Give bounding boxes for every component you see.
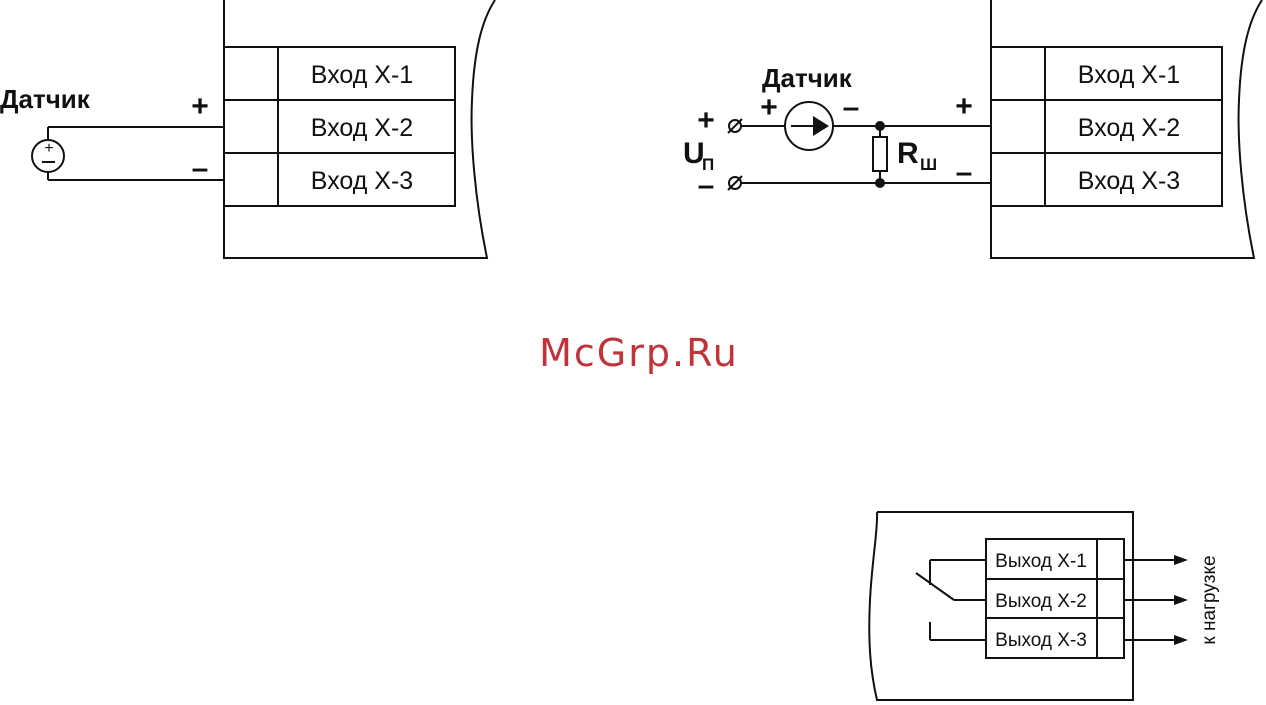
output-diagram: Выход Х-1 Выход Х-2 Выход Х-3 к нагрузке xyxy=(869,512,1220,700)
input-x2-label: Вход Х-2 xyxy=(311,114,413,142)
watermark: McGrp.Ru xyxy=(539,331,739,375)
supply-voltage-subscript: П xyxy=(702,155,714,174)
load-label: к нагрузке xyxy=(1199,555,1220,644)
input-x3-label: Вход Х-3 xyxy=(1078,167,1180,195)
resistor-icon xyxy=(873,137,887,171)
relay-switch-icon xyxy=(916,573,954,600)
arrow-right-icon xyxy=(1174,595,1188,605)
sensor-label: Датчик xyxy=(0,84,91,114)
sensor-label: Датчик xyxy=(762,63,853,93)
junction-dot xyxy=(875,178,885,188)
input-x2-label: Вход Х-2 xyxy=(1078,114,1180,142)
minus-label: – xyxy=(192,152,209,185)
input-plus-label: + xyxy=(955,90,973,123)
shunt-label: R xyxy=(897,137,919,170)
left-diagram: Вход Х-1 Вход Х-2 Вход Х-3 + Датчик + – xyxy=(0,0,495,258)
plus-label: + xyxy=(191,90,209,123)
supply-plus-label: + xyxy=(697,104,715,137)
junction-dot xyxy=(875,121,885,131)
sensor-plus-mark: + xyxy=(44,140,53,157)
right-diagram: Вход Х-1 Вход Х-2 Вход Х-3 Датчик + – + … xyxy=(683,0,1262,258)
input-x3-label: Вход Х-3 xyxy=(311,167,413,195)
arrow-right-icon xyxy=(1174,555,1188,565)
arrow-head-icon xyxy=(813,116,829,136)
arrow-right-icon xyxy=(1174,635,1188,645)
input-x1-label: Вход Х-1 xyxy=(311,61,413,89)
input-minus-label: – xyxy=(956,156,973,189)
sensor-plus-label: + xyxy=(760,91,778,124)
input-x1-label: Вход Х-1 xyxy=(1078,61,1180,89)
output-x3-label: Выход Х-3 xyxy=(995,630,1087,651)
sensor-minus-label: – xyxy=(843,91,860,124)
output-x2-label: Выход Х-2 xyxy=(995,591,1087,612)
output-x1-label: Выход Х-1 xyxy=(995,551,1087,572)
shunt-subscript: Ш xyxy=(920,155,937,174)
